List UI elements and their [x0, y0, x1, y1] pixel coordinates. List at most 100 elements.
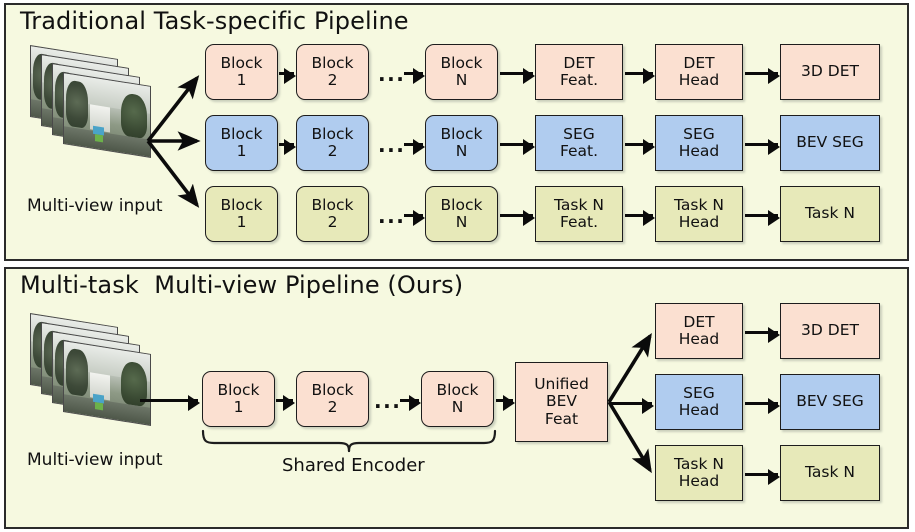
ellipsis-det-row: ...	[378, 62, 406, 86]
box-line: SEG	[683, 383, 715, 402]
box-block-n-taskn: Block N	[425, 186, 498, 242]
box-line: 2	[327, 142, 338, 160]
box-ours-output-bev-seg: BEV SEG	[780, 374, 880, 430]
box-line: Block	[311, 124, 354, 143]
arrow-seghead-out	[745, 397, 780, 414]
box-line: 2	[327, 398, 338, 416]
box-taskn-head: Task N Head	[655, 186, 743, 242]
box-line: 1	[236, 71, 247, 89]
arrow-detfeat-dethead	[625, 67, 655, 84]
box-line: BEV	[545, 392, 578, 411]
ellipsis-taskn-row: ...	[378, 204, 406, 228]
box-line: 2	[327, 71, 338, 89]
box-line: Feat.	[559, 71, 599, 89]
box-line: 1	[236, 213, 247, 231]
box-line: Head	[678, 472, 720, 490]
box-ours-taskn-head: Task N Head	[655, 445, 743, 501]
box-shared-block-n: Block N	[421, 371, 494, 427]
arrow-dots-bn-det	[404, 67, 425, 84]
box-line: Block	[440, 124, 483, 143]
shared-encoder-label: Shared Encoder	[282, 455, 425, 476]
box-block-1-taskn: Block 1	[205, 186, 278, 242]
box-line: DET	[683, 312, 715, 331]
box-line: Feat	[544, 409, 579, 428]
box-ours-output-task-n: Task N	[780, 445, 880, 501]
box-line: 3D DET	[801, 62, 859, 81]
box-line: Block	[220, 124, 263, 143]
box-line: Task N	[805, 204, 855, 223]
box-line: Task N	[674, 454, 724, 473]
box-line: SEG	[563, 124, 595, 143]
arrow-dots-sbn	[400, 394, 421, 411]
box-line: Task N	[674, 195, 724, 214]
arrow-input-block1	[140, 394, 200, 411]
box-taskn-feat: Task N Feat.	[535, 186, 623, 242]
box-line: 3D DET	[801, 321, 859, 340]
box-line: Block	[436, 380, 479, 399]
panel-title-ours: Multi-task Multi-view Pipeline (Ours)	[20, 271, 464, 299]
arrow-tasknfeat-tasknhead	[625, 209, 655, 226]
box-line: Block	[440, 195, 483, 214]
arrow-dots-bn-taskn	[404, 209, 425, 226]
panel-title-traditional: Traditional Task-specific Pipeline	[20, 7, 409, 35]
box-line: Feat.	[559, 213, 599, 231]
box-line: DET	[563, 53, 595, 72]
box-output-task-n: Task N	[780, 186, 880, 242]
arrow-tasknhead-taskn	[745, 209, 780, 226]
arrow-b1-b2-det	[279, 67, 296, 84]
box-line: SEG	[683, 124, 715, 143]
box-line: Head	[678, 213, 720, 231]
arrow-b1-b2-seg	[279, 138, 296, 155]
box-ours-det-head: DET Head	[655, 303, 743, 359]
box-line: 2	[327, 213, 338, 231]
box-line: BEV SEG	[796, 392, 864, 411]
box-line: Task N	[805, 463, 855, 482]
box-line: N	[455, 71, 468, 89]
box-shared-block-2: Block 2	[296, 371, 369, 427]
box-line: Block	[311, 195, 354, 214]
input-caption-bottom: Multi-view input	[27, 450, 163, 470]
box-line: Head	[678, 71, 720, 89]
box-line: 1	[236, 142, 247, 160]
box-line: Block	[220, 195, 263, 214]
box-line: Block	[311, 380, 354, 399]
arrow-bn-segfeat	[500, 138, 535, 155]
arrow-sbn-unified	[496, 394, 515, 411]
box-ours-seg-head: SEG Head	[655, 374, 743, 430]
box-line: Head	[678, 330, 720, 348]
arrow-dethead-3ddet	[745, 67, 780, 84]
box-line: Block	[311, 53, 354, 72]
box-block-2-seg: Block 2	[296, 115, 369, 171]
arrow-bn-tasknfeat	[500, 209, 535, 226]
arrow-dots-bn-seg	[404, 138, 425, 155]
multi-view-image-stack-bottom	[30, 313, 160, 435]
box-block-n-det: Block N	[425, 44, 498, 100]
box-output-bev-seg: BEV SEG	[780, 115, 880, 171]
box-line: Block	[440, 53, 483, 72]
box-line: N	[455, 142, 468, 160]
box-block-n-seg: Block N	[425, 115, 498, 171]
ellipsis-seg-row: ...	[378, 133, 406, 157]
box-output-3d-det: 3D DET	[780, 44, 880, 100]
box-seg-head: SEG Head	[655, 115, 743, 171]
input-caption-top: Multi-view input	[27, 196, 163, 216]
arrow-seghead-bevseg	[745, 138, 780, 155]
box-block-2-det: Block 2	[296, 44, 369, 100]
box-line: N	[451, 398, 464, 416]
box-line: DET	[683, 53, 715, 72]
box-line: Head	[678, 142, 720, 160]
arrow-unified-seghead	[610, 397, 654, 414]
arrow-sb1-sb2	[276, 394, 295, 411]
box-line: Block	[217, 380, 260, 399]
box-seg-feat: SEG Feat.	[535, 115, 623, 171]
box-shared-block-1: Block 1	[202, 371, 275, 427]
arrow-tasknhead-out	[745, 468, 780, 485]
box-line: Unified	[534, 374, 589, 393]
box-line: BEV SEG	[796, 133, 864, 152]
box-line: 1	[233, 398, 244, 416]
photo-frame	[63, 72, 151, 158]
box-line: Feat.	[559, 142, 599, 160]
box-line: N	[455, 213, 468, 231]
box-block-1-seg: Block 1	[205, 115, 278, 171]
